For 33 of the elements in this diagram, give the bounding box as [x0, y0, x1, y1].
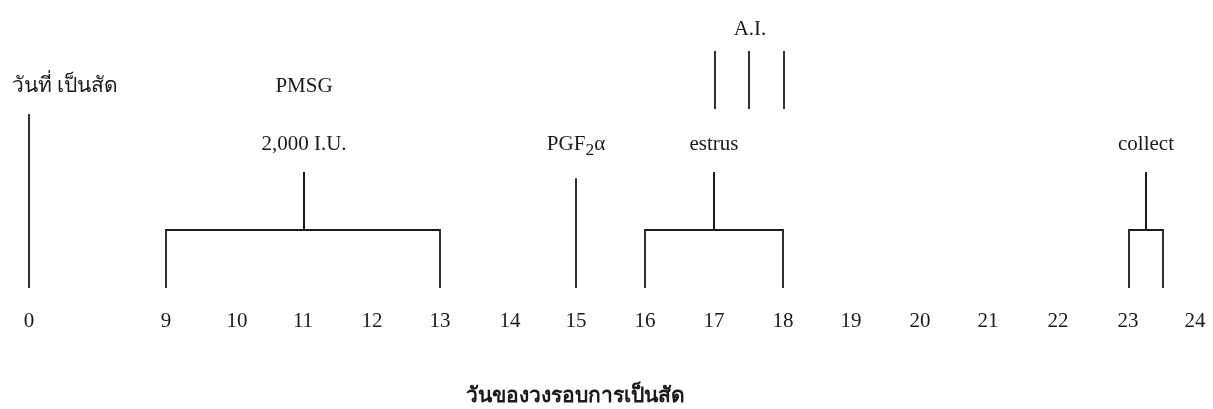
day-number: 16: [634, 307, 656, 334]
axis-caption: วันของวงรอบการเป็นสัด: [465, 380, 685, 409]
event-label: PMSG: [274, 72, 334, 99]
day-number: 23: [1117, 307, 1139, 334]
event-label: estrus: [689, 130, 739, 157]
day-number: 15: [565, 307, 587, 334]
event-label: วันที่ เป็นสัด: [12, 56, 132, 114]
day-number: 22: [1047, 307, 1069, 334]
event-label: A.I.: [733, 15, 767, 42]
day-number: 19: [840, 307, 862, 334]
day-number: 17: [703, 307, 725, 334]
event-label: 2,000 I.U.: [261, 130, 347, 157]
day-number: 11: [292, 307, 314, 334]
day-number: 13: [429, 307, 451, 334]
day-number: 18: [772, 307, 794, 334]
connector-line: [713, 171, 784, 289]
event-label: PGF$_{2}$α: [546, 130, 606, 162]
connector-line: [28, 113, 30, 289]
day-number: 0: [23, 307, 35, 334]
day-number: 10: [226, 307, 248, 334]
event-label: collect: [1118, 130, 1174, 157]
day-number: 12: [361, 307, 383, 334]
day-number: 20: [909, 307, 931, 334]
connector-line: [575, 177, 577, 289]
tick-line: [783, 50, 785, 110]
tick-line: [1145, 171, 1164, 289]
day-number: 24: [1184, 307, 1206, 334]
tick-line: [748, 50, 750, 110]
day-number: 14: [499, 307, 521, 334]
connector-line: [303, 171, 441, 289]
day-number: 9: [160, 307, 172, 334]
tick-line: [714, 50, 716, 110]
day-number: 21: [977, 307, 999, 334]
